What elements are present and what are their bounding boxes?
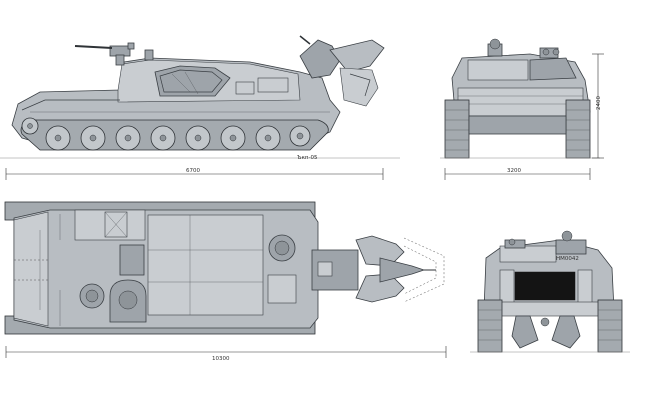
road-wheels — [21, 117, 311, 151]
rear-plate: HM0042 — [556, 256, 579, 262]
rear-track-grousers — [478, 309, 622, 341]
side-view: Ъкп-05 6700 — [0, 35, 400, 180]
top-length-label: 10300 — [212, 356, 230, 362]
dimension-top-length: 10300 — [5, 346, 447, 362]
side-marking: Ъкп-05 — [297, 155, 318, 161]
rear-view: HM0042 — [470, 230, 630, 353]
front-width-label: 3200 — [507, 168, 521, 174]
side-length-label: 6700 — [186, 168, 200, 174]
top-plow — [311, 235, 445, 303]
dimension-front-height: 2400 — [592, 53, 604, 159]
front-view: 3200 2400 — [440, 38, 604, 180]
front-height-label: 2400 — [596, 96, 602, 110]
plow-arm — [299, 35, 385, 107]
front-track-grousers — [445, 109, 590, 151]
machine-gun — [74, 42, 135, 66]
dimension-side-length: 6700 — [5, 168, 384, 180]
top-view: 10300 — [4, 201, 447, 362]
dimension-front-width: 3200 — [444, 168, 591, 180]
